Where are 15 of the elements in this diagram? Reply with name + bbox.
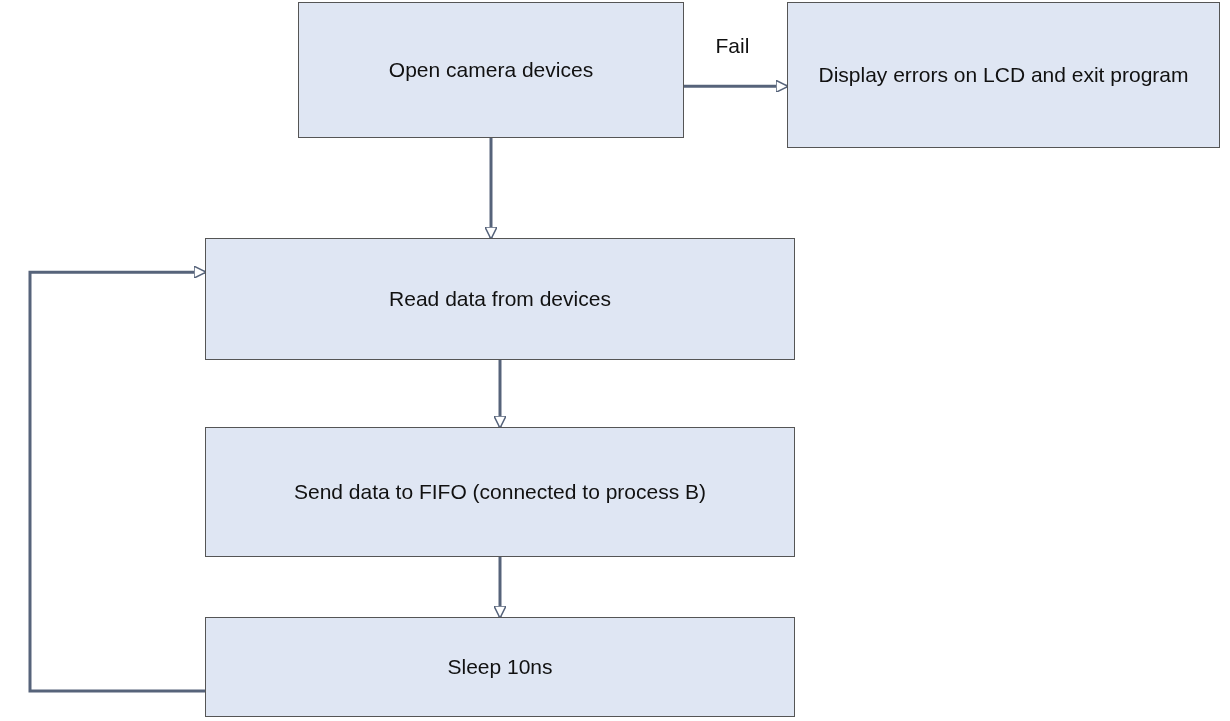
arrow [484, 138, 498, 240]
process-box [787, 2, 1220, 148]
process-box [205, 617, 795, 717]
arrow [493, 360, 507, 429]
process-box [205, 238, 795, 360]
arrow [28, 265, 207, 693]
box-label: Sleep 10ns [447, 653, 553, 680]
arrow [493, 557, 507, 619]
process-box [205, 427, 795, 557]
box-label: Open camera devices [388, 56, 594, 83]
box-label: Display errors on LCD and exit program [818, 61, 1189, 88]
box-label: Read data from devices [389, 285, 611, 312]
process-box [298, 2, 684, 138]
arrow [684, 79, 789, 94]
box-label: Send data to FIFO (connected to process B) [293, 478, 706, 505]
